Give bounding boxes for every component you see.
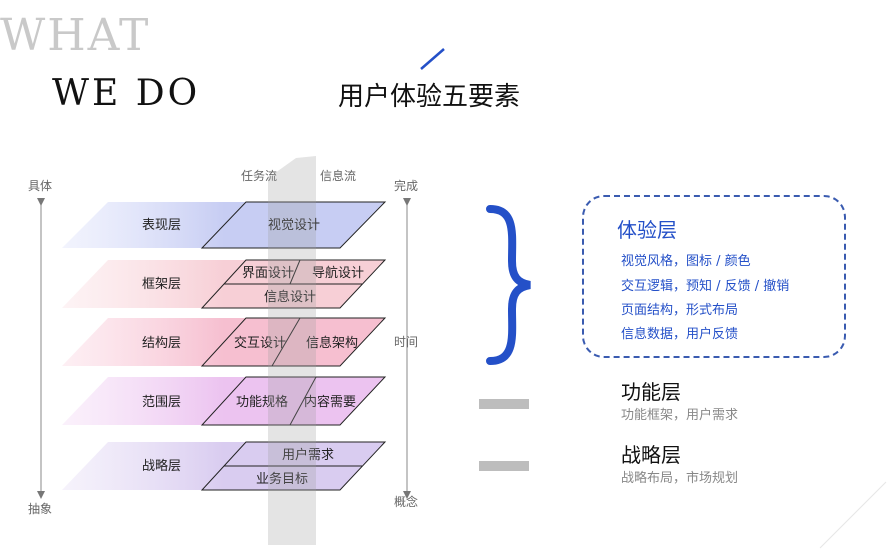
label-task-flow: 任务流 xyxy=(241,168,277,183)
function-layer-title: 功能层 xyxy=(621,380,681,404)
label-abstract: 抽象 xyxy=(28,502,52,516)
experience-item: 交互逻辑，预知 / 反馈 / 撤销 xyxy=(621,279,790,294)
experience-item: 页面结构，形式布局 xyxy=(621,303,739,318)
slash-decoration xyxy=(420,48,445,70)
experience-title: 体验层 xyxy=(617,218,677,242)
label-time: 时间 xyxy=(394,335,418,349)
cell-label: 信息设计 xyxy=(264,289,316,305)
cell-label: 交互设计 xyxy=(234,335,286,351)
cell-visual-design xyxy=(200,201,387,249)
cell-label: 信息架构 xyxy=(306,335,358,351)
layer-name: 表现层 xyxy=(142,218,181,233)
structure-cell-grid xyxy=(200,317,387,367)
strategy-layer-title: 战略层 xyxy=(621,443,681,467)
experience-item: 信息数据，用户反馈 xyxy=(621,327,739,342)
cell-label: 视觉设计 xyxy=(268,218,320,233)
cell-label: 业务目标 xyxy=(256,471,308,487)
strategy-bar xyxy=(479,461,529,471)
cell-label: 功能规格 xyxy=(236,394,288,410)
layer-name: 结构层 xyxy=(142,336,181,351)
framework-cell-grid xyxy=(200,259,387,309)
curly-brace-icon xyxy=(486,205,531,365)
page-title: 用户体验五要素 xyxy=(338,82,521,112)
layer-name: 框架层 xyxy=(142,277,181,292)
scope-cell-grid xyxy=(200,376,387,426)
label-complete: 完成 xyxy=(394,178,418,193)
experience-layer-box xyxy=(582,195,846,358)
layer-name: 战略层 xyxy=(142,458,181,474)
cell-label: 内容需要 xyxy=(304,394,356,410)
label-info-flow: 信息流 xyxy=(320,168,356,183)
five-elements-diagram: 具体 抽象 完成 时间 概念 任务流 信息流 表现层 视觉设计 框架层 界面设计… xyxy=(28,156,418,545)
cell-label: 用户需求 xyxy=(282,447,334,463)
flow-divider-plane xyxy=(268,156,316,545)
what-heading: WHAT xyxy=(0,10,151,61)
cell-label: 界面设计 xyxy=(242,266,294,281)
layer-name: 范围层 xyxy=(142,395,181,410)
cell-label: 导航设计 xyxy=(312,265,364,281)
function-bar xyxy=(479,399,529,409)
strategy-cell-grid xyxy=(200,441,387,491)
strategy-layer-sub: 战略布局，市场规划 xyxy=(621,471,739,486)
label-concrete: 具体 xyxy=(28,179,52,193)
experience-item: 视觉风格，图标 / 颜色 xyxy=(621,254,751,269)
label-concept: 概念 xyxy=(394,494,418,509)
corner-decoration xyxy=(819,481,887,549)
function-layer-sub: 功能框架，用户需求 xyxy=(621,408,739,423)
we-do-heading: WE DO xyxy=(52,73,201,114)
